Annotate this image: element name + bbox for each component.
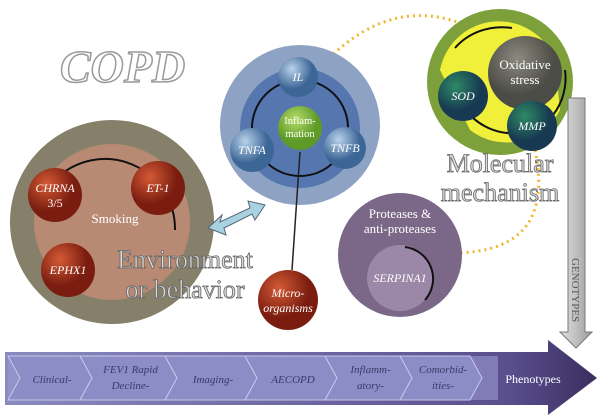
phenotype-step-label: FEV1 Rapid [102, 364, 158, 376]
double-arrow [207, 200, 266, 236]
svg-text:Oxidative: Oxidative [499, 57, 550, 72]
microorganisms-node [258, 270, 318, 330]
genotypes-label: GENOTYPES [569, 258, 581, 322]
inflammation-group: Inflam- mation IL TNFA TNFB [220, 45, 380, 205]
svg-text:TNFA: TNFA [238, 143, 266, 157]
svg-text:stress: stress [511, 72, 540, 87]
svg-text:Proteases &: Proteases & [369, 206, 431, 221]
phenotype-step-label: Clinical- [32, 374, 71, 386]
svg-text:IL: IL [292, 70, 304, 84]
phenotype-step-label: atory- [357, 380, 384, 392]
microorganism-arrow [291, 151, 301, 271]
smoking-label: Smoking [92, 211, 139, 226]
svg-text:SERPINA1: SERPINA1 [373, 271, 426, 285]
svg-text:anti-proteases: anti-proteases [364, 221, 436, 236]
svg-text:mation: mation [285, 129, 315, 140]
phenotype-step [79, 355, 178, 401]
svg-text:Inflam-: Inflam- [284, 116, 316, 127]
node-ephx1 [41, 243, 95, 297]
svg-text:SOD: SOD [451, 89, 475, 103]
node-chrna [28, 168, 82, 222]
phenotype-step-label: Inflamm- [349, 364, 391, 376]
proteases-group: Proteases & anti-proteases SERPINA1 [338, 193, 462, 317]
phenotype-step-label: Comorbid- [419, 364, 468, 376]
environment-group: CHRNA 3/5 ET-1 EPHX1 Smoking Environment… [10, 120, 254, 324]
phenotypes-label: Phenotypes [505, 372, 561, 386]
svg-text:MMP: MMP [517, 119, 546, 133]
molecular-group: Oxidative stress SOD MMP Molecular mecha… [427, 9, 573, 207]
node-et1 [131, 161, 185, 215]
phenotype-step-label: Imaging- [192, 374, 234, 386]
svg-text:CHRNA: CHRNA [35, 181, 75, 195]
svg-text:3/5: 3/5 [47, 196, 62, 210]
environment-label: Environment [117, 245, 254, 274]
phenotype-step-label: ities- [432, 380, 454, 392]
phenotype-step [324, 355, 413, 401]
svg-text:ET-1: ET-1 [145, 181, 169, 195]
svg-text:EPHX1: EPHX1 [49, 263, 87, 277]
phenotype-step-label: Decline- [111, 380, 150, 392]
mechanism-label: mechanism [441, 178, 559, 207]
svg-text:organisms: organisms [263, 301, 313, 315]
phenotype-step [399, 355, 483, 401]
svg-text:Micro-: Micro- [271, 286, 305, 300]
behavior-label: or behavior [125, 275, 244, 304]
phenotype-step-label: AECOPD [270, 374, 314, 386]
copd-title: COPD [60, 41, 185, 92]
molecular-label: Molecular [447, 149, 554, 178]
genotypes-arrow [558, 97, 594, 349]
svg-text:TNFB: TNFB [330, 141, 360, 155]
